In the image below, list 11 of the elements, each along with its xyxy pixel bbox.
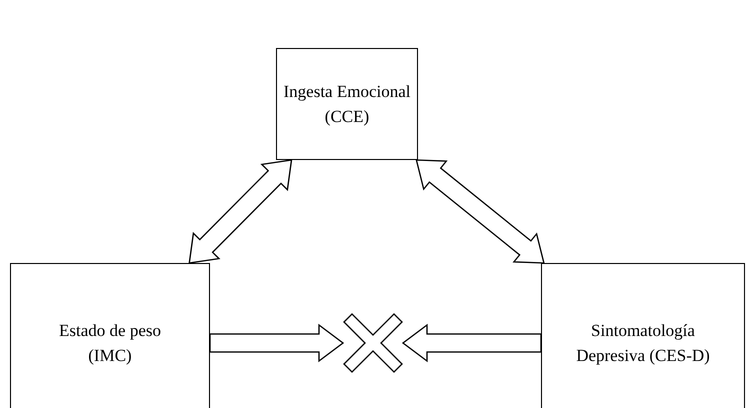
box-label: Estado de peso (IMC) (58, 320, 162, 367)
concept-box (10, 263, 210, 408)
block-arrow (209, 324, 344, 362)
concept-box (541, 263, 745, 408)
box-label: Sintomatología Depresiva (CES-D) (575, 320, 711, 367)
block-arrow (416, 159, 545, 264)
block-arrow (402, 324, 542, 362)
box-label: Ingesta Emocional (CCE) (282, 81, 412, 128)
block-arrow (188, 159, 292, 264)
concept-box (276, 48, 418, 160)
cross-shape (343, 313, 403, 373)
